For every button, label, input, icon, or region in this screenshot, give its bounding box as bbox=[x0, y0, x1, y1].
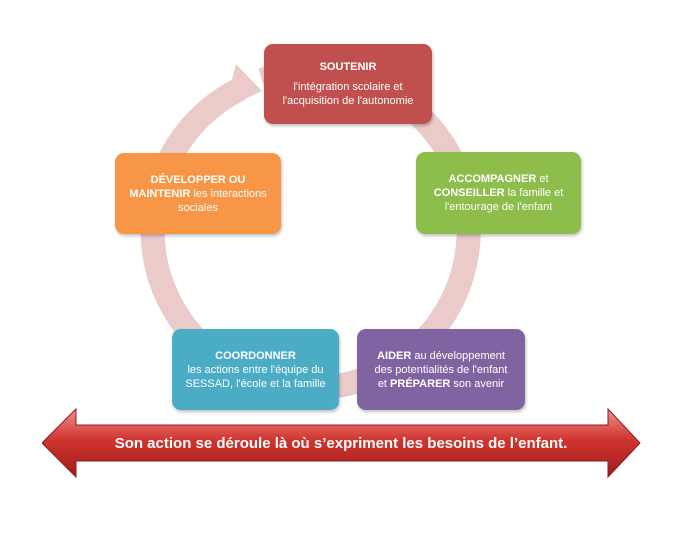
developper-line1: DÉVELOPPER OU bbox=[150, 173, 246, 186]
developper-box: DÉVELOPPER OU MAINTENIR les interactions… bbox=[115, 153, 281, 234]
accompagner-bold2: CONSEILLER bbox=[433, 187, 505, 199]
coordonner-box: COORDONNER les actions entre l'équipe du… bbox=[172, 329, 339, 410]
accompagner-box: ACCOMPAGNER et CONSEILLER la famille et … bbox=[416, 152, 581, 234]
aider-rest1: au développement bbox=[411, 349, 505, 362]
accompagner-bold1: ACCOMPAGNER bbox=[448, 173, 537, 185]
aider-bold3: PRÉPARER bbox=[390, 377, 451, 390]
developper-line3: sociales bbox=[178, 201, 218, 214]
developper-bold2: MAINTENIR bbox=[129, 187, 191, 200]
accompagner-rest1: et bbox=[536, 173, 549, 185]
coordonner-title: COORDONNER bbox=[215, 349, 296, 362]
accompagner-line3: l'entourage de l'enfant bbox=[444, 201, 553, 213]
aider-box: AIDER au développement des potentialités… bbox=[357, 329, 525, 410]
aider-bold1: AIDER bbox=[377, 349, 412, 362]
banner-arrow-shape bbox=[42, 407, 641, 479]
soutenir-line2: l'acquisition de l'autonomie bbox=[282, 95, 414, 107]
aider-pre3: et bbox=[377, 377, 391, 390]
soutenir-title: SOUTENIR bbox=[319, 61, 377, 73]
developper-rest2: les interactions bbox=[190, 187, 267, 200]
soutenir-box: SOUTENIR l'intégration scolaire et l'acq… bbox=[264, 44, 432, 124]
banner-arrow bbox=[42, 407, 641, 479]
soutenir-line1: l'intégration scolaire et bbox=[293, 81, 403, 93]
coordonner-line1: les actions entre l'équipe du bbox=[187, 363, 324, 376]
aider-line2: des potentialités de l'enfant bbox=[374, 363, 508, 376]
coordonner-line2: SESSAD, l'école et la famille bbox=[185, 377, 326, 390]
aider-rest3: son avenir bbox=[450, 377, 505, 390]
banner-text: Son action se déroule là où s’expriment … bbox=[114, 434, 568, 452]
cycle-arrow-head bbox=[225, 64, 262, 108]
accompagner-rest2: la famille et bbox=[504, 187, 564, 199]
